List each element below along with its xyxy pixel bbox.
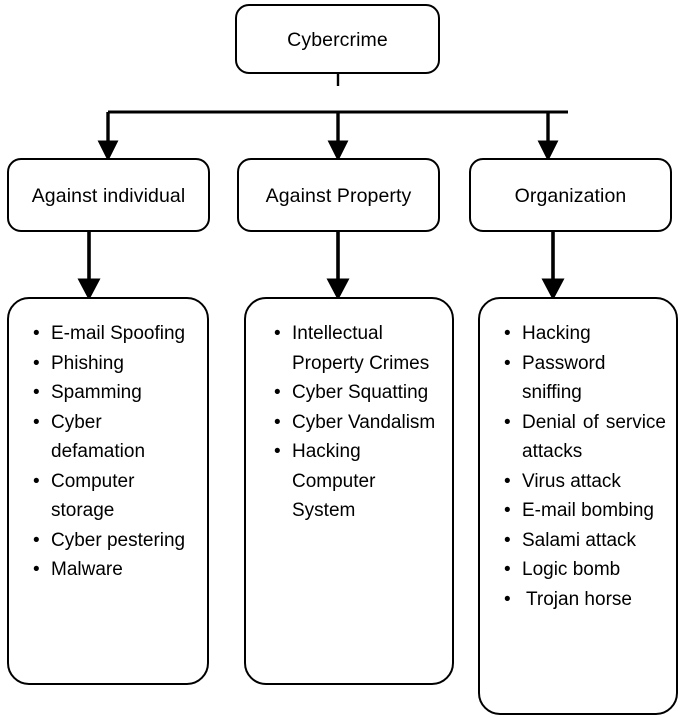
node-cybercrime-label: Cybercrime — [287, 29, 388, 51]
arrowhead-individual-list — [77, 278, 101, 301]
list-item: Malware — [33, 555, 195, 585]
bullet-list-against-property: Intellectual Property CrimesCyber Squatt… — [246, 299, 452, 526]
list-item: Phishing — [33, 349, 195, 379]
list-box-organization: HackingPassword sniffingDenial of servic… — [478, 297, 678, 715]
list-item: Cyber Squatting — [274, 378, 438, 408]
node-against-property-label: Against Property — [265, 185, 412, 207]
list-item: Trojan horse — [504, 585, 666, 615]
node-cybercrime[interactable]: Cybercrime — [235, 4, 440, 74]
arrowhead-property-list — [326, 278, 350, 301]
list-item: Cyber pestering — [33, 526, 195, 556]
list-item: E-mail Spoofing — [33, 319, 195, 349]
node-against-property[interactable]: Against Property — [237, 158, 440, 232]
node-organization[interactable]: Organization — [469, 158, 672, 232]
list-item: Spamming — [33, 378, 195, 408]
list-item: Salami attack — [504, 526, 666, 556]
arrowhead-to-property — [327, 140, 349, 162]
arrowhead-to-individual — [97, 140, 119, 162]
bullet-list-against-individual: E-mail SpoofingPhishingSpammingCyber def… — [9, 299, 207, 585]
node-against-individual-label: Against individual — [31, 185, 186, 207]
list-item: Intellectual Property Crimes — [274, 319, 438, 378]
list-item: Hacking Computer System — [274, 437, 438, 526]
list-item: Hacking — [504, 319, 666, 349]
arrowhead-organization-list — [541, 278, 565, 301]
node-organization-label: Organization — [514, 185, 627, 207]
list-item: Password sniffing — [504, 349, 666, 408]
list-box-against-property: Intellectual Property CrimesCyber Squatt… — [244, 297, 454, 685]
list-item: Cyber Vandalism — [274, 408, 438, 438]
list-item: Computer storage — [33, 467, 195, 526]
list-item: Logic bomb — [504, 555, 666, 585]
list-item: Virus attack — [504, 467, 666, 497]
arrowhead-to-organization — [537, 140, 559, 162]
node-against-individual[interactable]: Against individual — [7, 158, 210, 232]
list-item: E-mail bombing — [504, 496, 666, 526]
bullet-list-organization: HackingPassword sniffingDenial of servic… — [480, 299, 676, 614]
list-item: Cyber defamation — [33, 408, 195, 467]
list-item: Denial of service attacks — [504, 408, 666, 467]
list-box-against-individual: E-mail SpoofingPhishingSpammingCyber def… — [7, 297, 209, 685]
